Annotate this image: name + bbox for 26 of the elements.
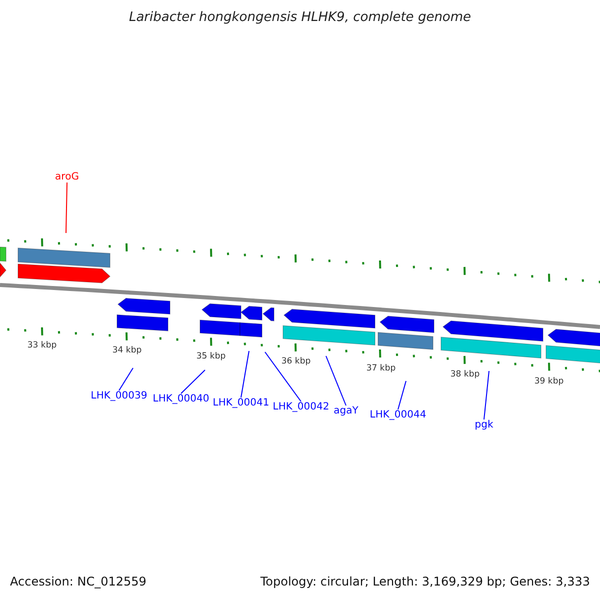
scale-label: 38 kbp	[450, 370, 480, 380]
title: Laribacter hongkongensis HLHK9, complete genome	[128, 10, 472, 26]
scale-label: 34 kbp	[112, 346, 142, 356]
gene-label: LHK_00042	[272, 402, 330, 412]
leader-line	[240, 350, 250, 398]
leader-line	[398, 380, 406, 410]
scale-label: 36 kbp	[281, 358, 311, 368]
accession-text: Accession: NC_012559	[10, 575, 146, 589]
leader-line	[66, 182, 68, 234]
scale-label: 33 kbp	[27, 342, 57, 352]
leader-line	[326, 356, 346, 406]
scale-label: 35 kbp	[196, 352, 226, 362]
gene-label: LHK_00040	[152, 394, 210, 404]
gene-label: agaY	[334, 406, 358, 416]
leader-line	[264, 352, 302, 402]
gene-label: LHK_00041	[212, 398, 270, 408]
gene-label: pgk	[474, 420, 494, 430]
scale-label: 39 kbp	[534, 377, 564, 386]
scale-label: 37 kbp	[366, 364, 396, 374]
gene-label: LHK_00044	[370, 410, 426, 420]
gene-label: aroG	[55, 172, 79, 182]
gene-label: LHK_00039	[90, 390, 148, 402]
genome-info-text: Topology: circular; Length: 3,169,329 bp; Genes: 3,333	[260, 575, 590, 589]
leader-line	[484, 370, 490, 420]
leader-line	[118, 368, 134, 391]
leader-line	[180, 370, 206, 394]
